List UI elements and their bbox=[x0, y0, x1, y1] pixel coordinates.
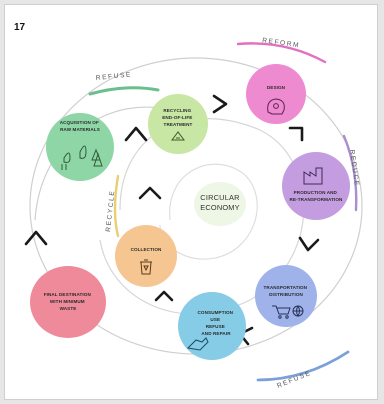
recycle-arc bbox=[113, 174, 120, 238]
stage-circle bbox=[282, 152, 350, 220]
stage-label: TRANSPORTATION DISTRIBUTION bbox=[264, 285, 309, 297]
side-label-recycle: RECYCLE bbox=[105, 189, 116, 232]
chevron-arrow-icon bbox=[288, 126, 304, 142]
stage-recycling-treatment: RECYCLING END-OF-LIFE TREATMENT bbox=[148, 94, 208, 154]
stage-label: CONSUMPTION USE REFUSE AND REPAIR bbox=[198, 310, 235, 336]
figure-number: 17 bbox=[14, 22, 26, 33]
cart-globe-icon bbox=[272, 305, 304, 319]
stage-design: DESIGN bbox=[246, 64, 306, 124]
stage-transportation: TRANSPORTATION DISTRIBUTION bbox=[255, 265, 317, 327]
refuse-top-arc bbox=[88, 86, 160, 96]
stage-circle bbox=[46, 113, 114, 181]
stage-final-destination: FINAL DESTINATION WITH MINIMUM WASTE bbox=[30, 266, 106, 338]
stage-circle bbox=[30, 266, 106, 338]
chevron-arrow-icon bbox=[298, 236, 320, 252]
bin-icon bbox=[140, 259, 152, 275]
stage-circle bbox=[148, 94, 208, 154]
stage-collection: COLLECTION bbox=[115, 225, 177, 287]
stage-circle bbox=[246, 64, 306, 124]
stage-consumption: CONSUMPTION USE REFUSE AND REPAIR bbox=[178, 292, 246, 360]
side-label-reduce: REDUCE bbox=[348, 149, 360, 187]
center-blob bbox=[194, 182, 246, 226]
hand-icon bbox=[186, 337, 209, 351]
chevron-arrow-icon bbox=[154, 290, 174, 302]
head-gear-icon bbox=[267, 98, 285, 115]
stage-label: PRODUCTION AND RE-TRANSFORMATION bbox=[290, 190, 343, 202]
side-label-refuse-top: REFUSE bbox=[95, 71, 132, 82]
stage-label: ACQUISITION OF RAW MATERIALS bbox=[60, 120, 101, 132]
refuse-bottom-arc bbox=[256, 350, 350, 382]
recycle-icon bbox=[171, 131, 185, 141]
stage-label: RECYCLING END-OF-LIFE TREATMENT bbox=[162, 108, 194, 127]
stage-label: FINAL DESTINATION WITH MINIMUM WASTE bbox=[44, 292, 93, 311]
stage-label: COLLECTION bbox=[131, 247, 162, 252]
side-label-refuse-bottom: REFUSE bbox=[276, 370, 312, 390]
reduce-arc bbox=[342, 134, 358, 212]
factory-icon bbox=[303, 167, 323, 185]
center-label: CIRCULAR ECONOMY bbox=[194, 182, 246, 226]
stage-acquisition: ACQUISITION OF RAW MATERIALS bbox=[46, 113, 114, 181]
side-label-reform: REFORM bbox=[262, 37, 301, 49]
chevron-arrow-icon bbox=[212, 94, 228, 114]
reform-arc bbox=[236, 42, 327, 64]
stage-production: PRODUCTION AND RE-TRANSFORMATION bbox=[282, 152, 350, 220]
center-line-1: CIRCULAR bbox=[200, 193, 239, 202]
stage-circle bbox=[178, 292, 246, 360]
stage-label: DESIGN bbox=[267, 85, 286, 90]
chevron-arrow-icon bbox=[124, 126, 148, 142]
center-line-2: ECONOMY bbox=[200, 203, 240, 212]
chevron-arrow-icon bbox=[24, 230, 48, 246]
droplets-trees-icon bbox=[61, 145, 103, 170]
chevron-arrow-icon bbox=[138, 186, 162, 200]
stage-circle bbox=[115, 225, 177, 287]
inner-spiral bbox=[159, 163, 258, 260]
